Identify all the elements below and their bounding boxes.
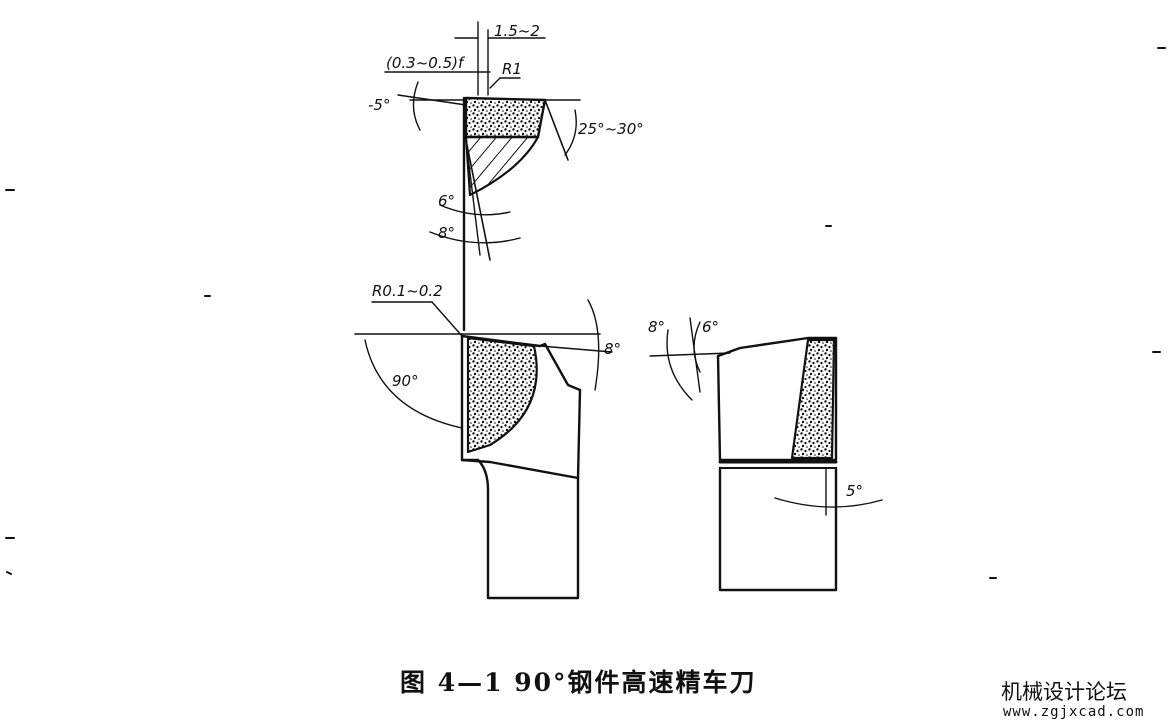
label-negative-rake: -5° (368, 96, 390, 114)
label-nose-radius-top: R1 (502, 60, 522, 78)
label-lead-angle: 90° (392, 372, 419, 390)
label-land-width: (0.3~0.5)f (386, 54, 466, 72)
watermark-title: 机械设计论坛 (1001, 680, 1127, 704)
scan-specks (5, 47, 1166, 579)
label-minor-angle: 8° (604, 340, 621, 358)
label-nose-radius-main: R0.1~0.2 (372, 282, 443, 300)
label-rake-range: 25°~30° (578, 120, 644, 138)
section-view (384, 21, 581, 332)
label-side-5: 5° (846, 482, 863, 500)
figure-caption: 图 4—1 90°钢件高速精车刀 (400, 668, 757, 697)
label-relief-6: 6° (438, 192, 455, 210)
watermark-url: www.zgjxcad.com (1003, 704, 1145, 720)
label-relief-8: 8° (438, 224, 455, 242)
plan-view (354, 299, 613, 600)
side-view (649, 317, 883, 592)
label-chamfer-length: 1.5~2 (494, 22, 540, 40)
label-side-8: 8° (648, 318, 665, 336)
label-side-6: 6° (702, 318, 719, 336)
